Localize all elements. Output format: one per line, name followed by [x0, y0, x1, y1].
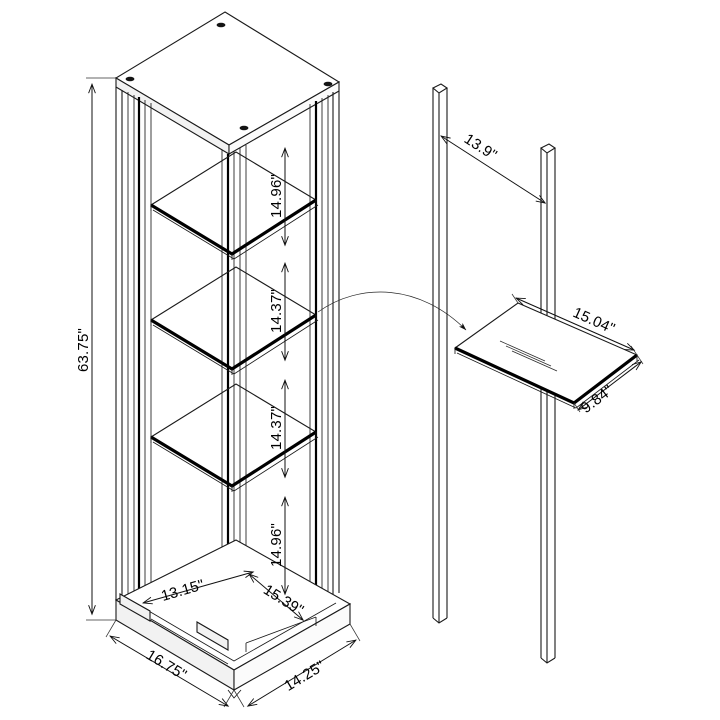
top-panel-hole: [125, 76, 135, 82]
top-panel-hole: [239, 125, 249, 131]
glass-reflection-lines: [499, 340, 558, 372]
cabinet-left-frame: [127, 92, 152, 619]
dim-overall-height-label: 63.75": [75, 328, 92, 372]
exploded-post-left: [432, 83, 449, 624]
dim-compartment-2-label: 14.37": [268, 289, 285, 333]
cabinet-right-frame: [309, 95, 329, 620]
exploded-post-right: [540, 143, 557, 664]
dimension-post-spacing: 13.9": [440, 130, 547, 204]
top-panel-hole: [216, 22, 226, 28]
glass-shelf-3: [149, 383, 319, 492]
dim-compartment-4-label: 14.96": [268, 523, 285, 567]
dimension-compartment-3: 14.37": [268, 378, 289, 479]
dim-base-depth-label: 14.25": [281, 658, 328, 695]
dimension-compartment-2: 14.37": [268, 261, 289, 362]
dimension-overall-height: 63.75": [75, 77, 116, 621]
cabinet-rear-posts: [115, 87, 340, 603]
curved-assembly-arrow: [317, 291, 467, 331]
assembled-cabinet-view: [114, 11, 352, 699]
dim-compartment-1-label: 14.96": [268, 174, 285, 218]
glass-shelf-1: [149, 151, 319, 260]
dim-post-spacing-label: 13.9": [461, 130, 500, 164]
cabinet-top-panel: [114, 11, 341, 155]
dim-compartment-3-label: 14.37": [268, 406, 285, 450]
dimension-compartment-1: 14.96": [268, 146, 289, 247]
glass-shelf-2: [149, 266, 319, 375]
exploded-shelf-view: [432, 83, 640, 664]
top-panel-hole: [323, 81, 333, 87]
